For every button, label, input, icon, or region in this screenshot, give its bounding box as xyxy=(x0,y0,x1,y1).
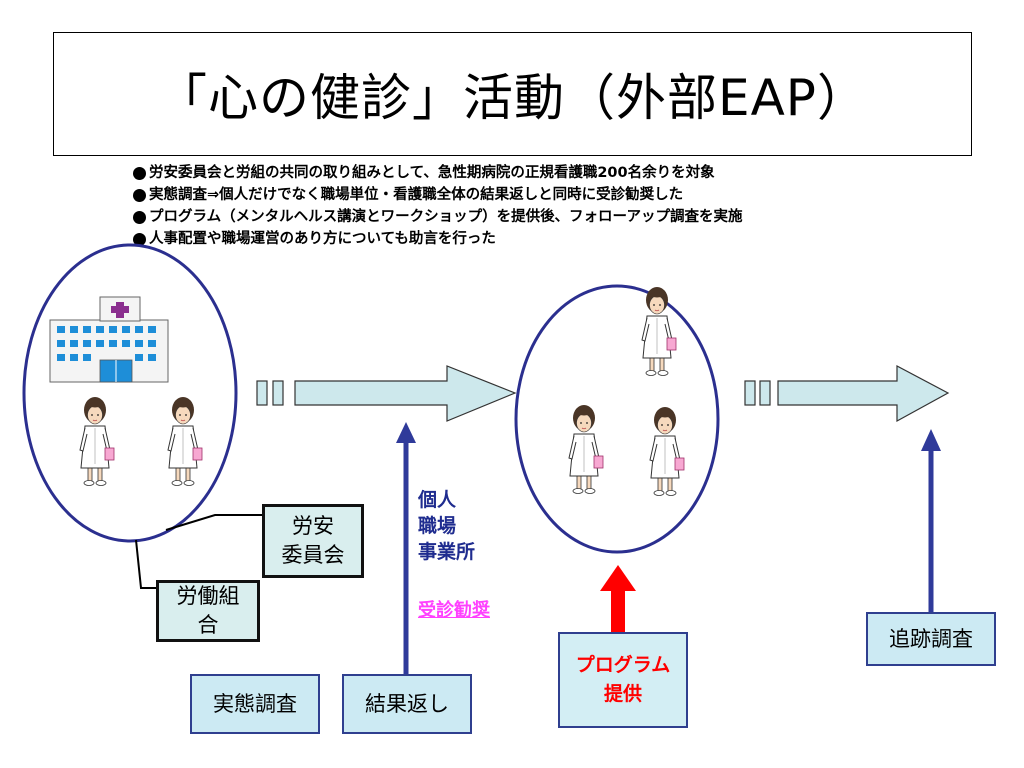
nurse-icon xyxy=(568,404,604,494)
safety-committee-box: 労安委員会 xyxy=(262,504,364,578)
bullet-dot-icon xyxy=(133,210,146,224)
feedback-levels: 個人 職場 事業所 xyxy=(418,489,476,563)
program-arrow-icon xyxy=(600,565,636,591)
nurse-icon xyxy=(79,396,115,486)
flow-arrow xyxy=(294,365,517,422)
page-title: 「心の健診」活動（外部EAP） xyxy=(53,32,972,156)
recommend-link[interactable]: 受診勧奨 xyxy=(418,600,490,621)
staff-group-ellipse xyxy=(22,243,238,543)
bullet-item: プログラム（メンタルヘルス講演とワークショップ）を提供後、フォローアップ調査を実… xyxy=(133,206,742,228)
up-arrow-icon xyxy=(396,422,416,443)
labor-union-box: 労働組合 xyxy=(156,580,260,642)
up-arrow-icon xyxy=(921,429,941,451)
connector-line xyxy=(135,539,158,589)
bullet-item: 人事配置や職場運営のあり方についても助言を行った xyxy=(133,228,742,250)
feedback-box: 結果返し xyxy=(342,674,472,734)
nurse-icon xyxy=(167,396,203,486)
nurse-icon xyxy=(649,406,685,496)
program-group-ellipse xyxy=(514,284,720,554)
program-box: プログラム提供 xyxy=(558,632,688,728)
bullet-dot-icon xyxy=(133,166,146,180)
nurse-icon xyxy=(641,286,677,376)
bullet-item: 労安委員会と労組の共同の取り組みとして、急性期病院の正規看護職200名余りを対象 xyxy=(133,162,742,184)
bullet-item: 実態調査⇒個人だけでなく職場単位・看護職全体の結果返しと同時に受診勧奨した xyxy=(133,184,742,206)
survey-box: 実態調査 xyxy=(190,674,320,734)
flow-arrow xyxy=(777,365,950,423)
bullet-dot-icon xyxy=(133,188,146,202)
connector-line xyxy=(165,514,262,531)
followup-box: 追跡調査 xyxy=(866,612,996,666)
bullet-dot-icon xyxy=(133,232,146,246)
hospital-icon xyxy=(49,296,169,383)
bullet-list: 労安委員会と労組の共同の取り組みとして、急性期病院の正規看護職200名余りを対象… xyxy=(133,162,742,250)
